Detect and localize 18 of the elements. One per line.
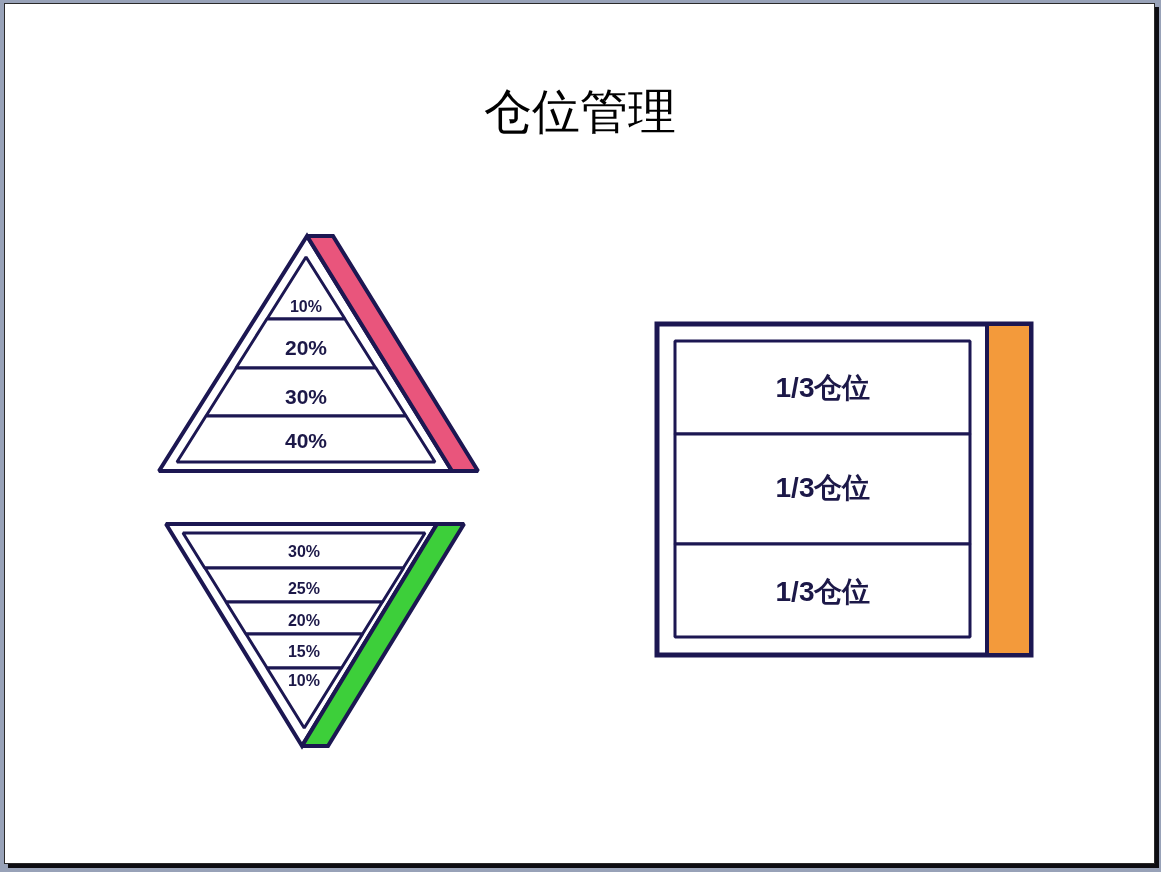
percentage-label: 20%: [287, 613, 320, 629]
percentage-label: 20%: [284, 336, 327, 358]
percentage-label: 30%: [284, 385, 327, 407]
slot-label: 1/3仓位: [775, 474, 871, 502]
shelf-row: [672, 541, 973, 640]
pyramid-tier: [263, 665, 345, 731]
pyramid-tier: [201, 565, 407, 605]
percentage-label: 15%: [287, 644, 320, 660]
percentage-label: 40%: [285, 429, 327, 451]
slot-label: 1/3仓位: [775, 578, 871, 606]
percentage-label: 10%: [287, 673, 320, 689]
percentage-label: 10%: [289, 299, 322, 315]
title: 仓位管理: [484, 88, 676, 136]
percentage-label: 30%: [288, 544, 320, 560]
percentage-label: 25%: [287, 581, 320, 597]
shelf-row: [672, 338, 973, 437]
shelf-row: [672, 431, 973, 547]
slot-label: 1/3仓位: [775, 374, 871, 402]
